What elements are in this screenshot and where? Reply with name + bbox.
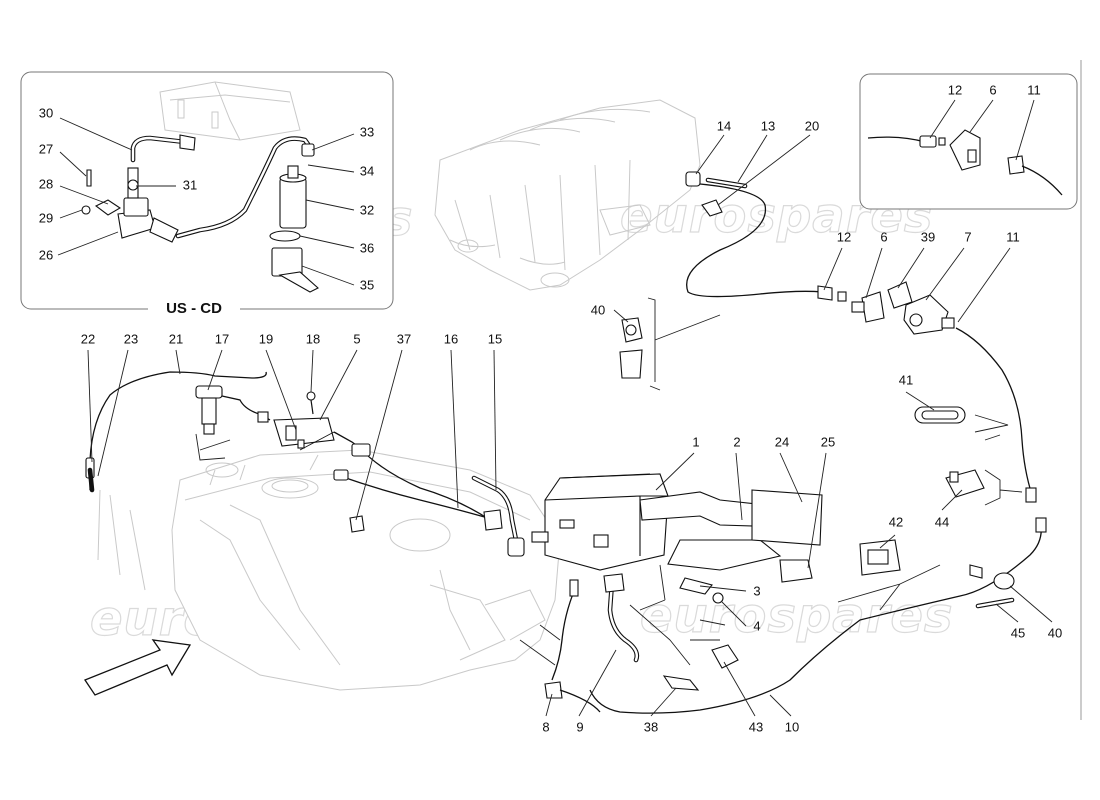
callout-44[interactable]: 44 [935,514,949,529]
callout-8[interactable]: 8 [542,719,549,734]
inset-title: US - CD [166,300,222,317]
callout-27[interactable]: 27 [39,141,53,156]
direction-arrow [84,639,192,696]
callout-6[interactable]: 6 [880,229,887,244]
callout-22[interactable]: 22 [81,331,95,346]
callout-21[interactable]: 21 [169,331,183,346]
callout-39[interactable]: 39 [921,229,935,244]
fuel-line-assembly [85,371,525,557]
callout-12-inset[interactable]: 12 [948,82,962,97]
callout-33[interactable]: 33 [360,124,374,139]
callout-labels: 30 27 28 29 26 31 33 34 32 36 35 12 6 11… [39,82,1062,734]
callout-29[interactable]: 29 [39,210,53,225]
watermark-text: eurospares [640,588,954,644]
lower-hose-assembly [519,573,739,713]
callout-7[interactable]: 7 [964,229,971,244]
callout-4[interactable]: 4 [753,618,760,633]
callout-6-inset[interactable]: 6 [989,82,996,97]
callout-31[interactable]: 31 [183,177,197,192]
callout-2[interactable]: 2 [733,434,740,449]
intake-manifold-ghost [434,99,701,291]
callout-1[interactable]: 1 [692,434,699,449]
callout-26[interactable]: 26 [39,247,53,262]
callout-16[interactable]: 16 [444,331,458,346]
callout-19[interactable]: 19 [259,331,273,346]
callout-38[interactable]: 38 [644,719,658,734]
vapor-line-assembly [589,171,1047,714]
callout-41[interactable]: 41 [899,372,913,387]
callout-5[interactable]: 5 [353,331,360,346]
callout-40-bottom[interactable]: 40 [1048,625,1062,640]
inset-us-cd: US - CD [20,71,394,319]
callout-34[interactable]: 34 [360,163,374,178]
callout-40-top[interactable]: 40 [591,302,605,317]
fuel-tank-ghost [97,449,561,691]
callout-45[interactable]: 45 [1011,625,1025,640]
callout-25[interactable]: 25 [821,434,835,449]
callout-23[interactable]: 23 [124,331,138,346]
callout-36[interactable]: 36 [360,240,374,255]
callout-43[interactable]: 43 [749,719,763,734]
callout-14[interactable]: 14 [717,118,731,133]
callout-15[interactable]: 15 [488,331,502,346]
inset-detail-connector [859,73,1078,210]
clip-40-top [619,297,721,391]
callout-20[interactable]: 20 [805,118,819,133]
callout-9[interactable]: 9 [576,719,583,734]
callout-32[interactable]: 32 [360,202,374,217]
callout-3[interactable]: 3 [753,583,760,598]
callout-37[interactable]: 37 [397,331,411,346]
leader-lines [57,99,1053,717]
carbon-canister-assembly [531,473,823,641]
callout-30[interactable]: 30 [39,105,53,120]
callout-12[interactable]: 12 [837,229,851,244]
callout-35[interactable]: 35 [360,277,374,292]
callout-11[interactable]: 11 [1006,229,1020,244]
callout-18[interactable]: 18 [306,331,320,346]
callout-24[interactable]: 24 [775,434,789,449]
callout-13[interactable]: 13 [761,118,775,133]
callout-17[interactable]: 17 [215,331,229,346]
callout-11-inset[interactable]: 11 [1027,82,1041,97]
right-side-parts [837,406,1023,611]
callout-10[interactable]: 10 [785,719,799,734]
callout-42[interactable]: 42 [889,514,903,529]
callout-28[interactable]: 28 [39,176,53,191]
clip-40-bottom [969,564,1015,609]
